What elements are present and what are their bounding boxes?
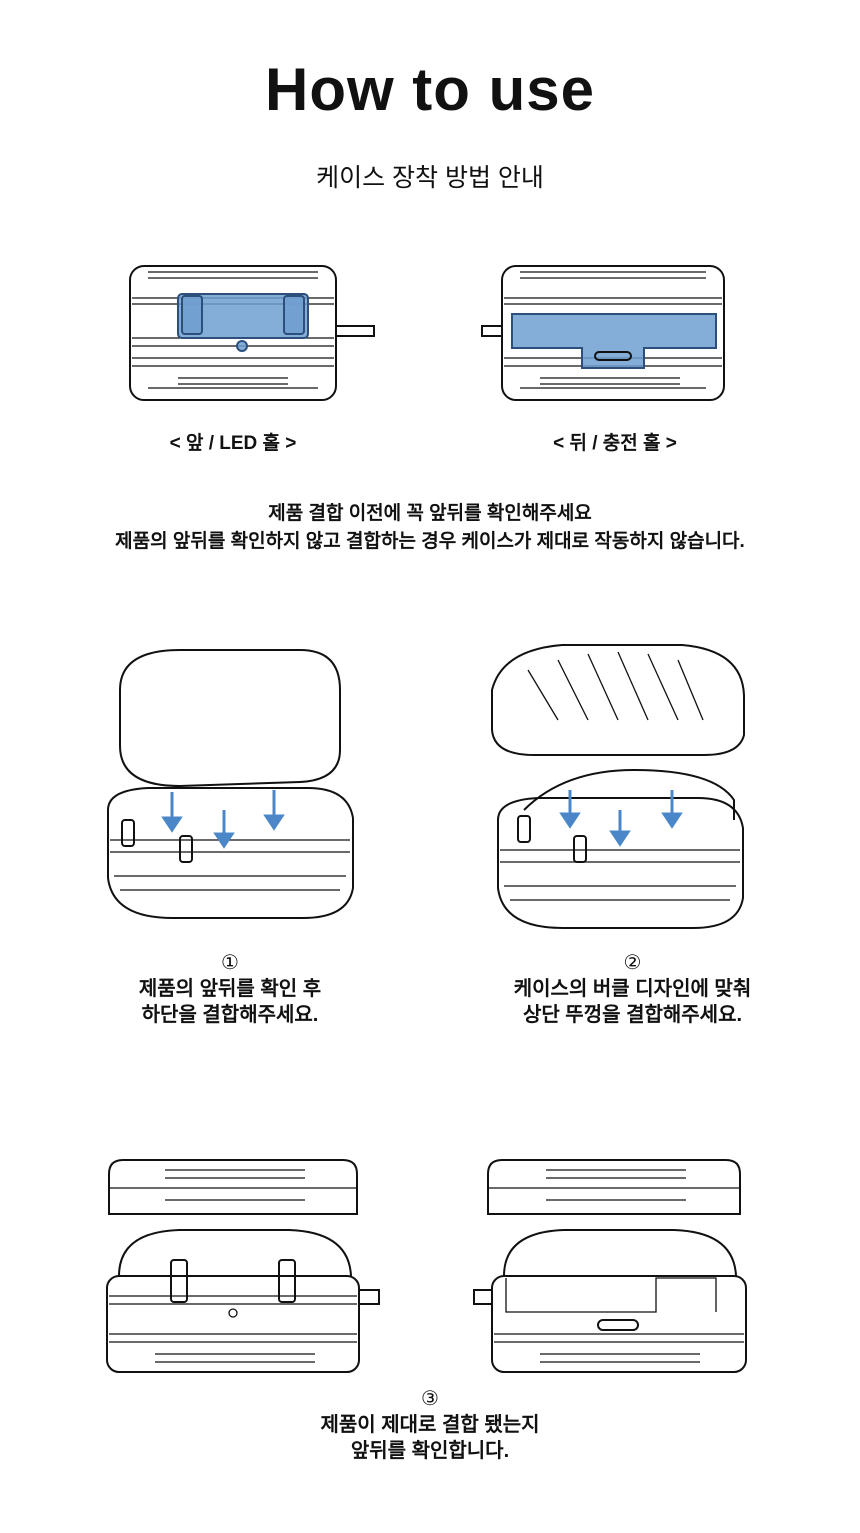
step2-number: ②	[623, 952, 642, 974]
case-front-illustration	[129, 265, 375, 401]
step1-illustration	[107, 649, 354, 919]
page-title: How to use	[264, 56, 595, 123]
step2-caption: ② 케이스의 버클 디자인에 맞춰 상단 뚜껑을 결합해주세요.	[490, 950, 775, 1028]
step3-number: ③	[421, 1388, 439, 1410]
step1-line2: 하단을 결합해주세요.	[141, 1004, 319, 1026]
front-label: < 앞 / LED 홀 >	[169, 433, 297, 454]
step2-line1: 케이스의 버클 디자인에 맞춰	[513, 978, 752, 1000]
step1-line1: 제품의 앞뒤를 확인 후	[138, 978, 322, 1000]
case-back-illustration	[481, 265, 725, 401]
notice-line-2: 제품의 앞뒤를 확인하지 않고 결합하는 경우 케이스가 제대로 작동하지 않습…	[115, 531, 745, 552]
back-label: < 뒤 / 충전 홀 >	[553, 433, 677, 454]
step1-number: ①	[221, 952, 239, 974]
step3-line2: 앞뒤를 확인합니다.	[350, 1440, 510, 1462]
step2-illustration	[491, 644, 745, 929]
page-subtitle: 케이스 장착 방법 안내	[316, 164, 544, 192]
step3-caption: ③ 제품이 제대로 결합 됐는지 앞뒤를 확인합니다.	[280, 1386, 580, 1464]
step3-back-illustration	[473, 1159, 747, 1373]
notice-line-1: 제품 결합 이전에 꼭 앞뒤를 확인해주세요	[268, 503, 592, 524]
step1-caption: ① 제품의 앞뒤를 확인 후 하단을 결합해주세요.	[100, 950, 360, 1028]
step3-front-illustration	[106, 1159, 380, 1373]
step2-line2: 상단 뚜껑을 결합해주세요.	[522, 1004, 743, 1026]
step3-line1: 제품이 제대로 결합 됐는지	[320, 1414, 540, 1436]
